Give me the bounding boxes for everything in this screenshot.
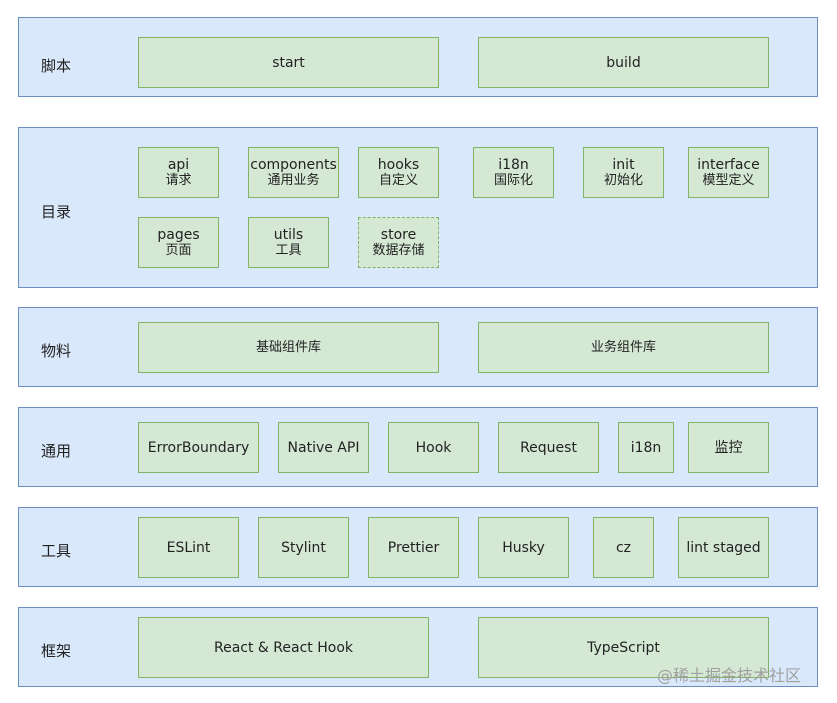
box-label: Hook <box>415 439 452 456</box>
box-desc: 工具 <box>275 242 302 258</box>
layer-label: 框架 <box>41 642 72 660</box>
box-label: i18n <box>498 156 529 173</box>
box-desc: 请求 <box>165 172 192 188</box>
tool-husky[interactable]: Husky <box>478 517 569 578</box>
box-label: i18n <box>630 439 662 456</box>
layer-label: 物料 <box>41 342 72 360</box>
box-label: interface <box>697 156 760 173</box>
layer-label: 目录 <box>41 203 72 221</box>
common-monitoring[interactable]: 监控 <box>688 422 769 473</box>
box-label: store <box>380 226 417 243</box>
tool-cz[interactable]: cz <box>593 517 654 578</box>
layer-label: 脚本 <box>41 57 72 75</box>
script-build[interactable]: build <box>478 37 769 88</box>
box-desc: 页面 <box>165 242 192 258</box>
framework-react[interactable]: React & React Hook <box>138 617 429 678</box>
box-label: cz <box>615 539 632 556</box>
box-desc: 国际化 <box>493 172 533 188</box>
box-label: 业务组件库 <box>590 339 656 355</box>
box-desc: 数据存储 <box>372 242 425 258</box>
tool-eslint[interactable]: ESLint <box>138 517 239 578</box>
material-base-components[interactable]: 基础组件库 <box>138 322 439 373</box>
layer-label: 工具 <box>41 542 72 560</box>
box-label: Native API <box>287 439 360 456</box>
dir-i18n[interactable]: i18n 国际化 <box>473 147 554 198</box>
box-desc: 自定义 <box>378 172 418 188</box>
dir-api[interactable]: api 请求 <box>138 147 219 198</box>
box-label: React & React Hook <box>214 639 353 656</box>
framework-typescript[interactable]: TypeScript <box>478 617 769 678</box>
common-i18n[interactable]: i18n <box>618 422 674 473</box>
common-native-api[interactable]: Native API <box>278 422 369 473</box>
script-start[interactable]: start <box>138 37 439 88</box>
box-label: ErrorBoundary <box>147 439 250 456</box>
layer-label: 通用 <box>41 442 72 460</box>
tool-prettier[interactable]: Prettier <box>368 517 459 578</box>
box-label: hooks <box>377 156 420 173</box>
dir-store[interactable]: store 数据存储 <box>358 217 439 268</box>
box-label: init <box>612 156 635 173</box>
box-label: Prettier <box>387 539 440 556</box>
box-label: Stylint <box>281 539 326 556</box>
box-label: components <box>250 156 337 173</box>
box-label: 监控 <box>714 439 743 456</box>
tool-stylint[interactable]: Stylint <box>258 517 349 578</box>
common-error-boundary[interactable]: ErrorBoundary <box>138 422 259 473</box>
box-label: Request <box>520 439 577 456</box>
common-hook[interactable]: Hook <box>388 422 479 473</box>
dir-init[interactable]: init 初始化 <box>583 147 664 198</box>
material-business-components[interactable]: 业务组件库 <box>478 322 769 373</box>
dir-components[interactable]: components 通用业务 <box>248 147 339 198</box>
box-desc: 模型定义 <box>702 172 755 188</box>
dir-pages[interactable]: pages 页面 <box>138 217 219 268</box>
box-label: build <box>606 54 641 71</box>
dir-utils[interactable]: utils 工具 <box>248 217 329 268</box>
box-label: utils <box>273 226 304 243</box>
dir-hooks[interactable]: hooks 自定义 <box>358 147 439 198</box>
dir-interface[interactable]: interface 模型定义 <box>688 147 769 198</box>
box-label: Husky <box>502 539 545 556</box>
box-label: ESLint <box>166 539 211 556</box>
box-label: api <box>167 156 190 173</box>
box-label: lint staged <box>686 539 761 556</box>
box-label: start <box>272 54 305 71</box>
tool-lint-staged[interactable]: lint staged <box>678 517 769 578</box>
box-desc: 通用业务 <box>267 172 320 188</box>
watermark: @稀土掘金技术社区 <box>657 666 802 685</box>
box-label: 基础组件库 <box>255 339 321 355</box>
box-label: pages <box>157 226 200 243</box>
common-request[interactable]: Request <box>498 422 599 473</box>
box-label: TypeScript <box>587 639 660 656</box>
box-desc: 初始化 <box>603 172 643 188</box>
